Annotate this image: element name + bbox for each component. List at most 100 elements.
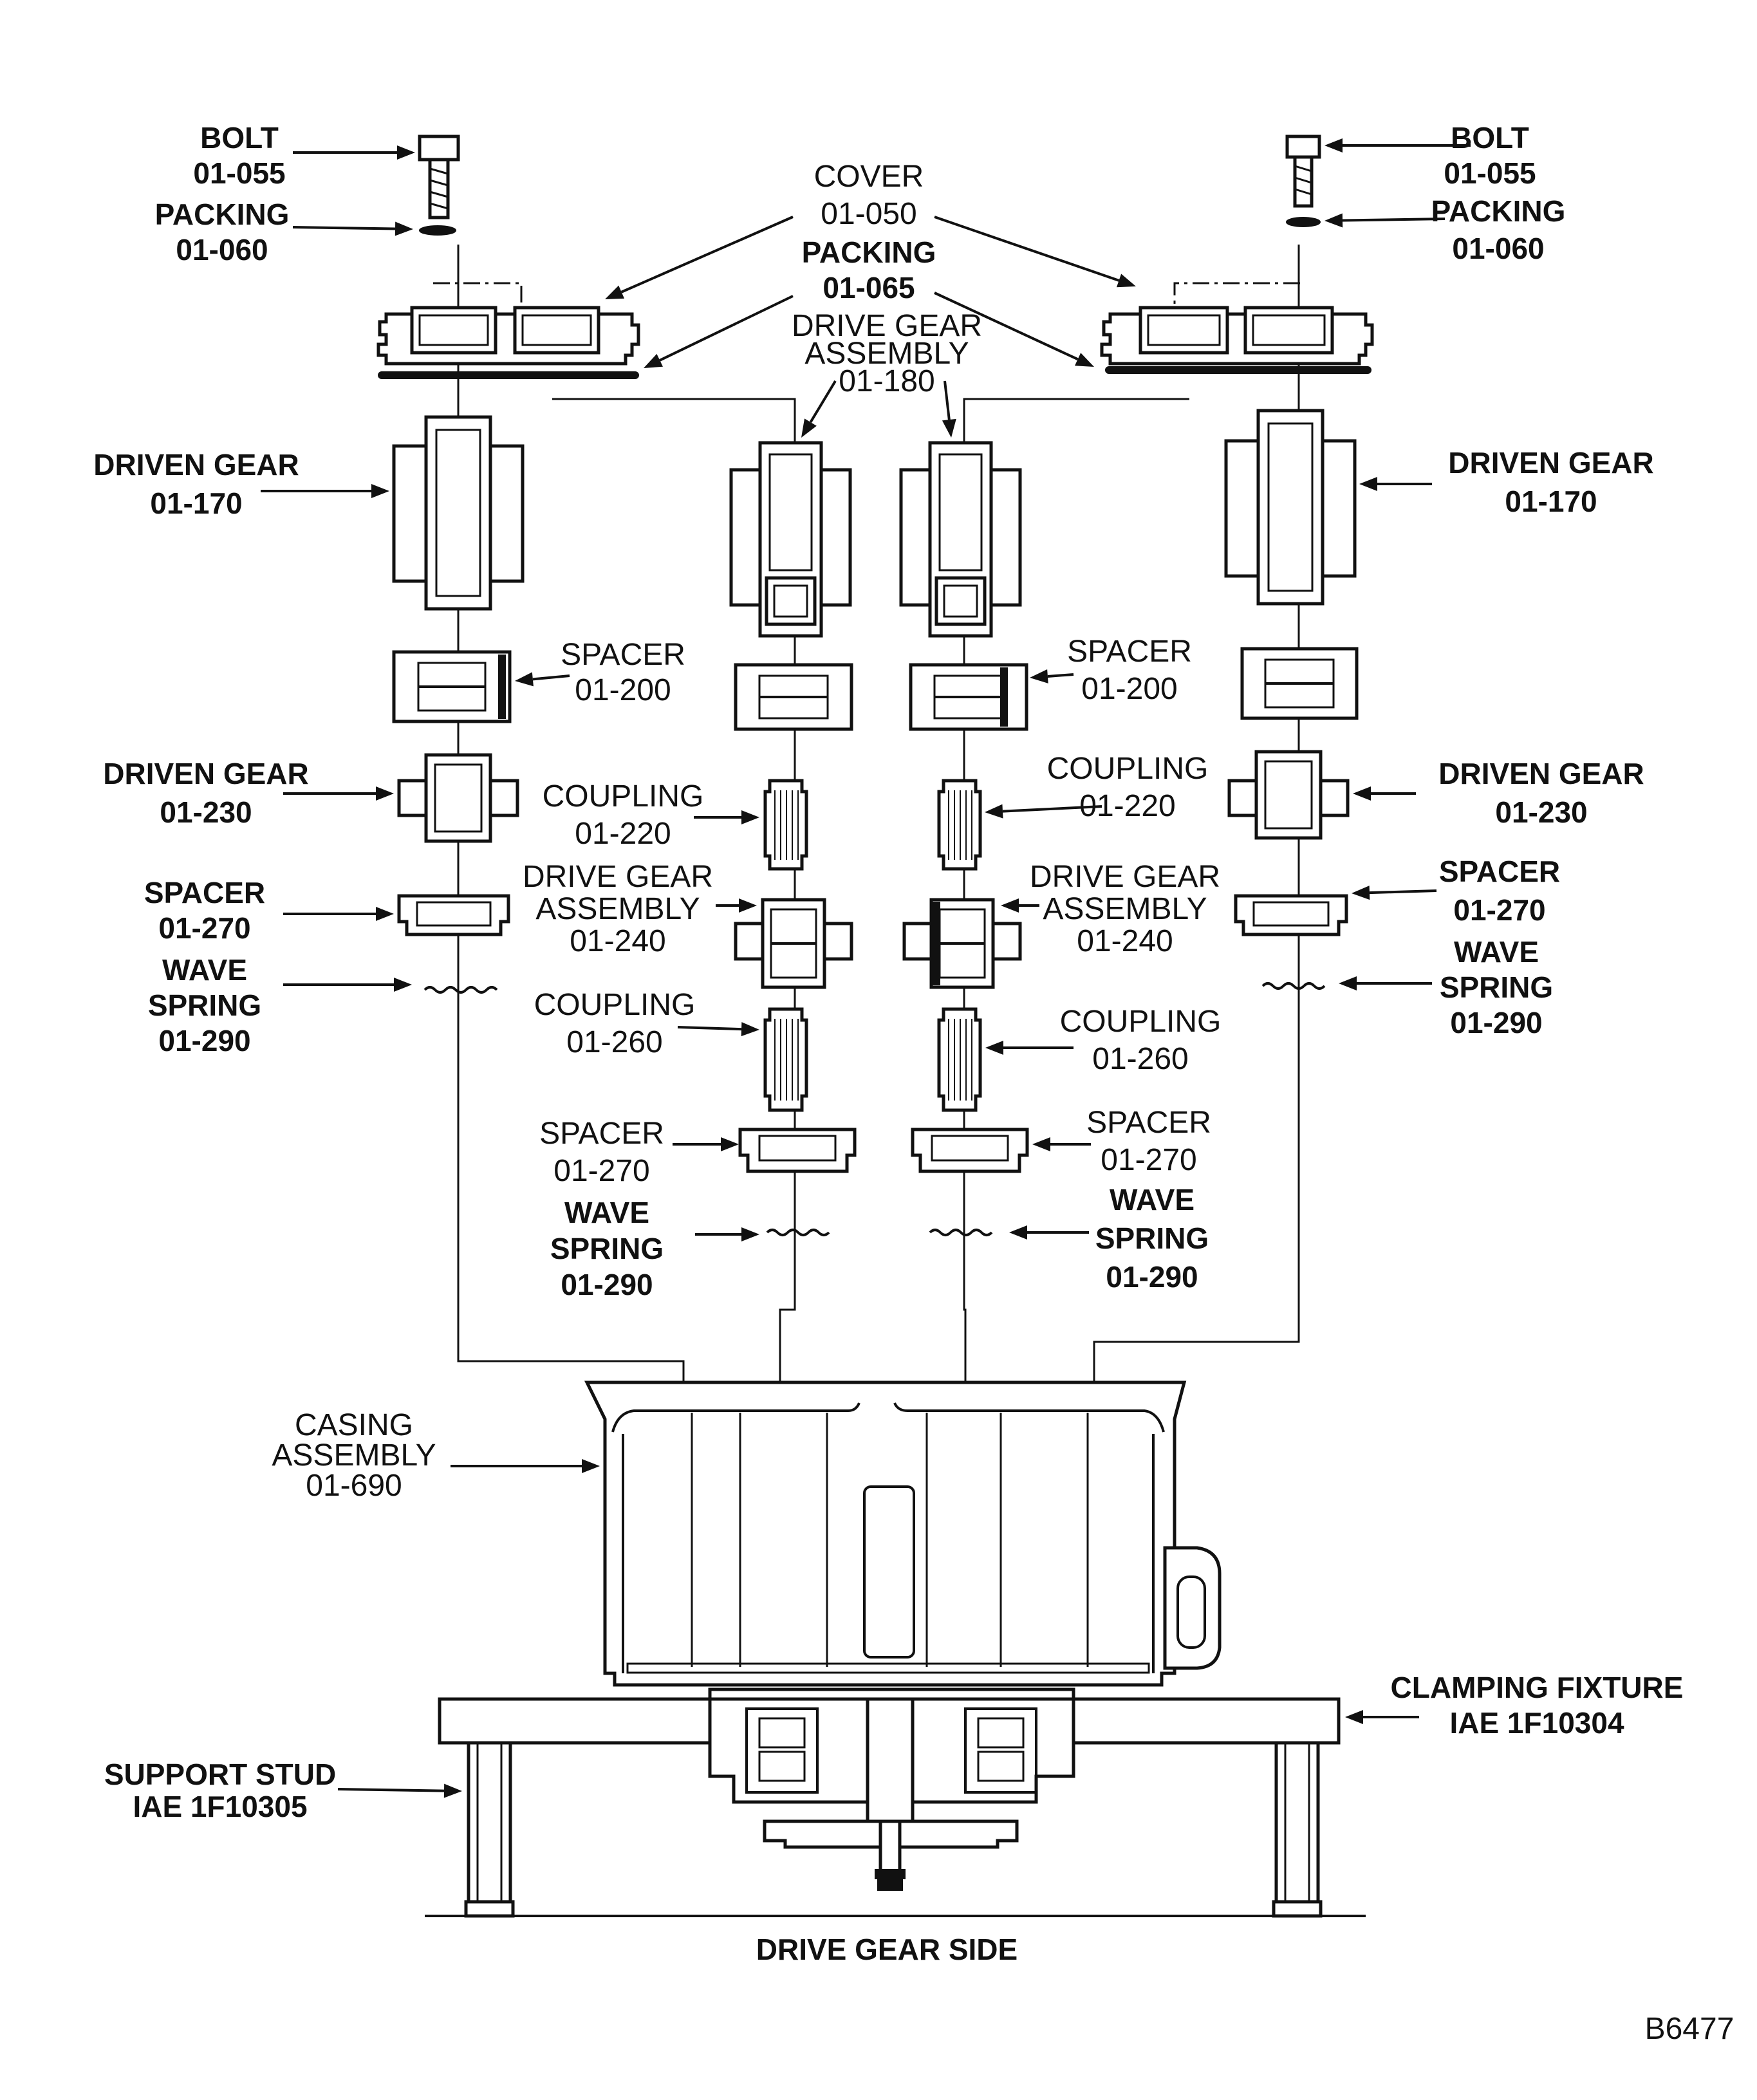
label-driven-gear-230-right: DRIVEN GEAR 01-230 (1438, 757, 1644, 829)
label-line: 01-050 (821, 197, 916, 231)
wave-spring-inner-left (766, 1229, 830, 1236)
bolt-left (418, 135, 460, 219)
label-line: IAE 1F10304 (1449, 1706, 1624, 1740)
leader-arrow (1345, 1710, 1419, 1724)
label-line: 01-055 (1444, 156, 1536, 190)
wave-spring-outer-left (423, 986, 498, 994)
leader-arrow (985, 1041, 1074, 1055)
label-line: 01-270 (158, 911, 250, 945)
spacer-200-inner-left (734, 663, 853, 731)
spacer-270-inner-left (738, 1128, 857, 1173)
drive-gear-240-right (902, 898, 1022, 989)
cover-packing-right (1105, 366, 1371, 374)
label-line: 01-270 (1101, 1143, 1196, 1177)
spacer-200-inner-right (909, 663, 1028, 731)
spacer-270-outer-right (1234, 894, 1348, 936)
label-line: DRIVEN GEAR (103, 757, 308, 790)
label-line: DRIVEN GEAR (1438, 757, 1644, 790)
label-line: 01-055 (193, 156, 285, 190)
label-line: 01-230 (1495, 795, 1587, 829)
drive-gear-180-left (729, 441, 852, 638)
cover-right (1100, 306, 1374, 366)
drive-gear-180-right (899, 441, 1022, 638)
label-line: 01-060 (176, 233, 268, 266)
spacer-200-outer-right (1240, 647, 1359, 720)
label-line: SPACER (1086, 1106, 1211, 1140)
label-line: 01-240 (570, 924, 665, 958)
leader-arrow (1359, 477, 1432, 491)
label-line: SPACER (539, 1117, 664, 1151)
leader-arrow (644, 295, 794, 368)
label-line: 01-200 (575, 673, 671, 707)
label-line: 01-290 (1106, 1260, 1198, 1294)
leader-arrow (985, 804, 1102, 819)
label-drive-side: DRIVE GEAR SIDE (756, 1933, 1018, 1966)
label-line: DRIVE GEAR SIDE (756, 1933, 1018, 1966)
label-line: PACKING (155, 198, 290, 231)
label-line: 01-240 (1077, 924, 1173, 958)
label-line: IAE 1F10305 (133, 1790, 307, 1823)
leader-arrow (337, 1783, 462, 1798)
label-line: 01-230 (160, 795, 252, 829)
support-stud-left (464, 1741, 515, 1918)
leader-arrow (934, 292, 1094, 367)
label-line: DRIVE GEAR (1030, 860, 1220, 894)
coupling-260-right (937, 1007, 982, 1112)
coupling-220-right (937, 779, 982, 871)
label-line: COVER (814, 160, 924, 194)
label-line: DRIVE GEAR (792, 309, 982, 343)
leader-arrow (292, 221, 413, 236)
spacer-270-inner-right (911, 1128, 1029, 1173)
label-line: BOLT (200, 121, 279, 154)
driven-gear-230-right (1227, 750, 1350, 840)
coupling-260-left (763, 1007, 808, 1112)
leader-arrow (1001, 898, 1039, 913)
leader-arrow (1009, 1225, 1089, 1240)
label-line: ASSEMBLY (272, 1438, 436, 1473)
label-line: 01-170 (1505, 485, 1597, 518)
label-line: WAVE (1454, 935, 1539, 969)
label-line: 01-260 (566, 1025, 662, 1059)
wave-spring-inner-right (929, 1229, 993, 1236)
leader-arrow (293, 145, 415, 160)
packing-right (1286, 217, 1321, 227)
leader-arrow (673, 1137, 739, 1151)
label-line: ASSEMBLY (804, 337, 969, 371)
leader-arrow (1325, 213, 1446, 228)
label-line: SUPPORT STUD (104, 1758, 336, 1791)
spacer-270-outer-left (397, 894, 510, 936)
leader-arrow (1352, 886, 1437, 900)
label-line: COUPLING (543, 779, 704, 813)
leader-arrow (283, 978, 412, 992)
label-line: PACKING (802, 236, 936, 269)
label-line: DRIVE GEAR (523, 860, 713, 894)
label-line: 01-290 (158, 1024, 250, 1057)
packing-left (419, 225, 456, 236)
leader-arrow (283, 786, 394, 801)
label-driven-gear-230-left: DRIVEN GEAR 01-230 (103, 757, 308, 829)
leader-arrow (716, 898, 757, 913)
label-line: 01-690 (306, 1469, 402, 1503)
coupling-220-left (763, 779, 808, 871)
